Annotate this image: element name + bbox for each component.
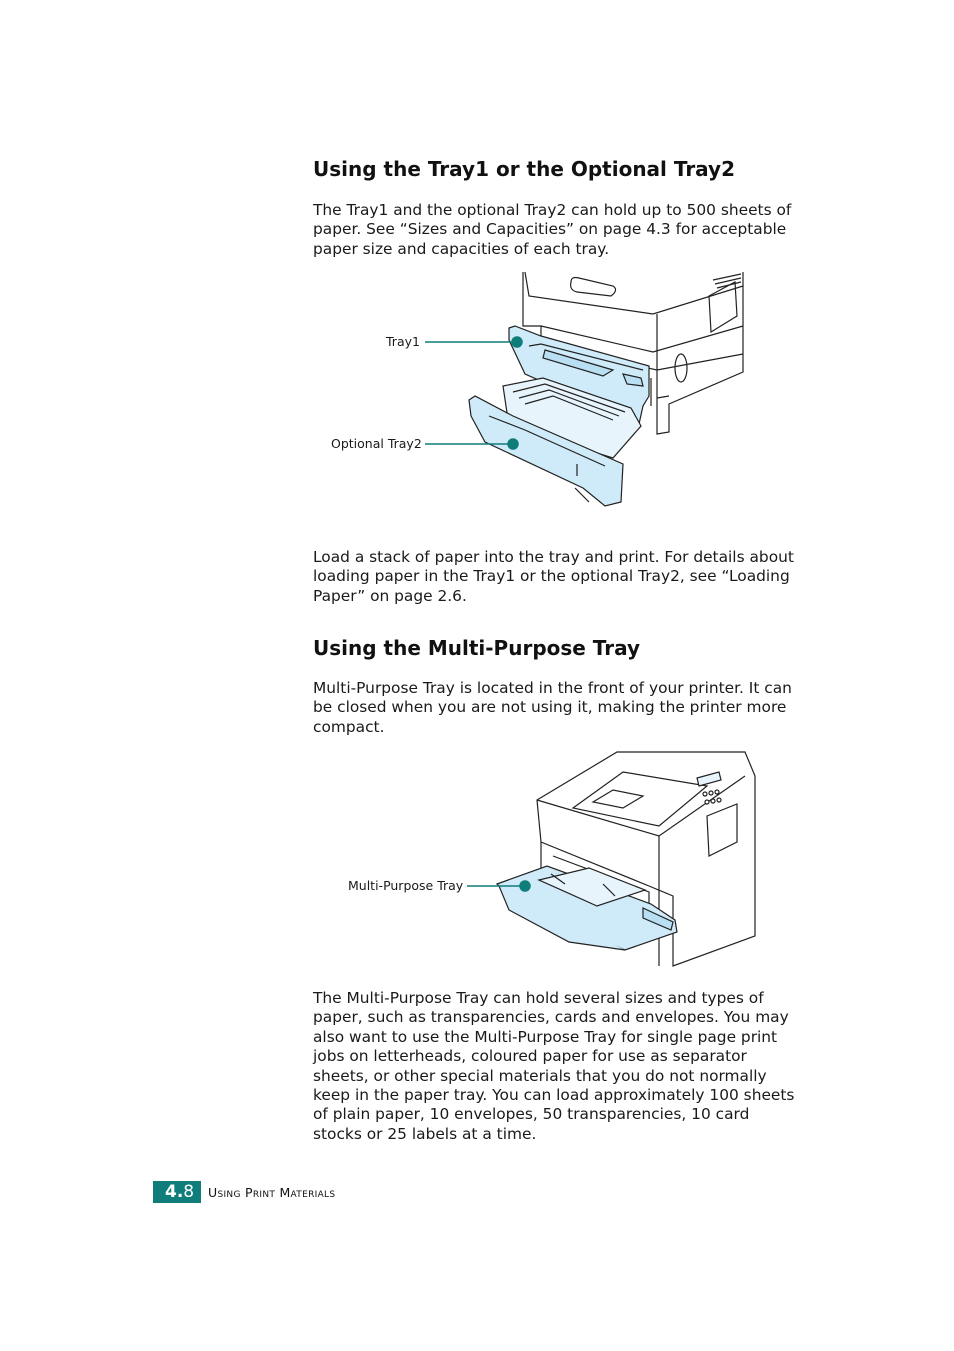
page-number: 8 xyxy=(183,1182,195,1202)
footer-chapter-title: Using Print Materials xyxy=(208,1185,336,1200)
printer-mp-tray-illustration xyxy=(467,751,756,967)
mp-tray-label: Multi-Purpose Tray xyxy=(348,878,464,893)
optional-tray2-label: Optional Tray2 xyxy=(331,436,422,451)
page-number-badge: 4.8 xyxy=(153,1181,201,1203)
section-heading-mp-tray: Using the Multi-Purpose Tray xyxy=(313,636,641,660)
mp-tray-figure xyxy=(313,746,763,968)
tray1-label: Tray1 xyxy=(386,334,420,349)
section-intro-tray1: The Tray1 and the optional Tray2 can hol… xyxy=(313,201,792,258)
section-body-tray1: Load a stack of paper into the tray and … xyxy=(313,548,794,605)
printer-trays-illustration xyxy=(425,271,744,507)
tray-figure xyxy=(313,266,753,512)
section-intro-mp-tray: Multi-Purpose Tray is located in the fro… xyxy=(313,679,792,736)
chapter-number: 4. xyxy=(165,1182,184,1202)
section-heading-tray1: Using the Tray1 or the Optional Tray2 xyxy=(313,157,736,181)
section-body-mp-tray: The Multi-Purpose Tray can hold several … xyxy=(313,989,795,1143)
